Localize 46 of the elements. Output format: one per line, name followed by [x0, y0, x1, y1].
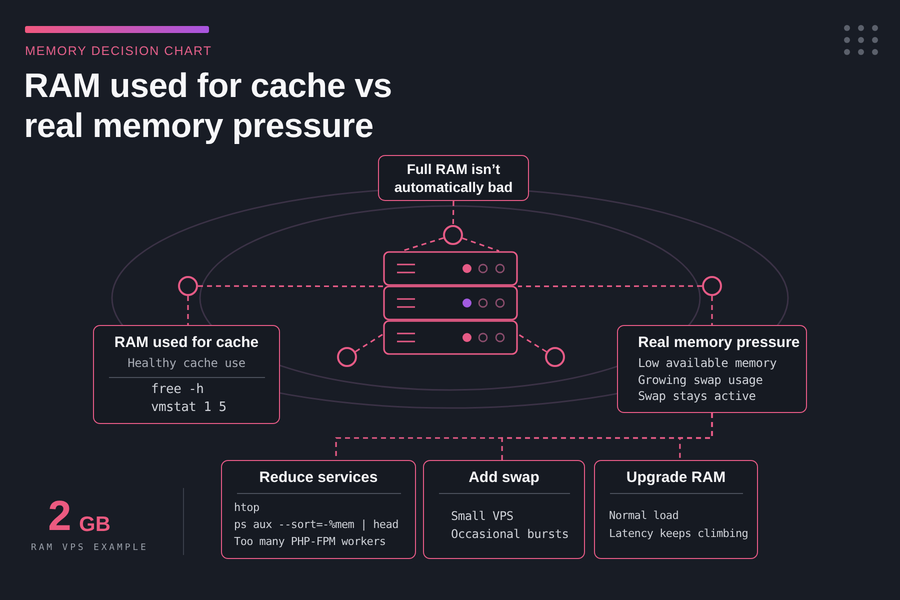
- card-title: Upgrade RAM: [625, 469, 727, 487]
- stat-caption: RAM VPS EXAMPLE: [31, 543, 148, 554]
- connector-line: [402, 237, 444, 252]
- connector-line: [355, 334, 384, 352]
- command-text: vmstat 1 5: [150, 398, 228, 416]
- connector-line: [462, 238, 500, 252]
- connector-line: [187, 296, 189, 325]
- ring-icon: [545, 347, 565, 367]
- ring-icon: [702, 276, 722, 296]
- ring-icon: [337, 347, 357, 367]
- symptom-text: Growing swap usage: [637, 372, 764, 388]
- command-text: free -h: [150, 380, 205, 398]
- info-card: [594, 460, 758, 559]
- card-title: Real memory pressure: [637, 334, 801, 352]
- symptom-text: Low available memory: [637, 355, 778, 372]
- detail-text: Occasional bursts: [450, 526, 570, 542]
- stat-number: 2: [48, 495, 72, 537]
- server-stack-icon: [383, 251, 518, 355]
- detail-text: Too many PHP-FPM workers: [233, 534, 387, 550]
- card-subtitle: Healthy cache use: [126, 355, 246, 371]
- connector-line: [518, 334, 547, 352]
- connector-line: [198, 285, 383, 288]
- card-title: Add swap: [468, 469, 540, 487]
- stat-unit: GB: [79, 514, 110, 535]
- info-card: [423, 460, 585, 559]
- page-title: RAM used for cache vs real memory pressure: [24, 66, 393, 146]
- info-card: [221, 460, 416, 559]
- eyebrow-label: MEMORY DECISION CHART: [25, 43, 212, 59]
- detail-text: Small VPS: [450, 508, 514, 524]
- card-title: RAM used for cache: [113, 334, 260, 352]
- detail-text: htop: [233, 500, 260, 516]
- card-title: Full RAM isn’t automatically bad: [393, 160, 514, 196]
- info-card: [617, 325, 807, 413]
- info-card: [378, 155, 529, 201]
- info-card: [93, 325, 280, 424]
- connector-line: [711, 296, 713, 325]
- ring-icon: [178, 276, 198, 296]
- connector-line: [452, 200, 454, 226]
- connector-line: [518, 285, 702, 288]
- detail-text: ps aux --sort=-%mem | head: [233, 517, 400, 533]
- detail-text: Normal load: [608, 508, 680, 524]
- detail-text: Latency keeps climbing: [608, 526, 750, 542]
- symptom-text: Swap stays active: [637, 388, 757, 404]
- ring-icon: [443, 225, 463, 245]
- card-title: Reduce services: [258, 469, 379, 487]
- connector-line: [679, 413, 713, 460]
